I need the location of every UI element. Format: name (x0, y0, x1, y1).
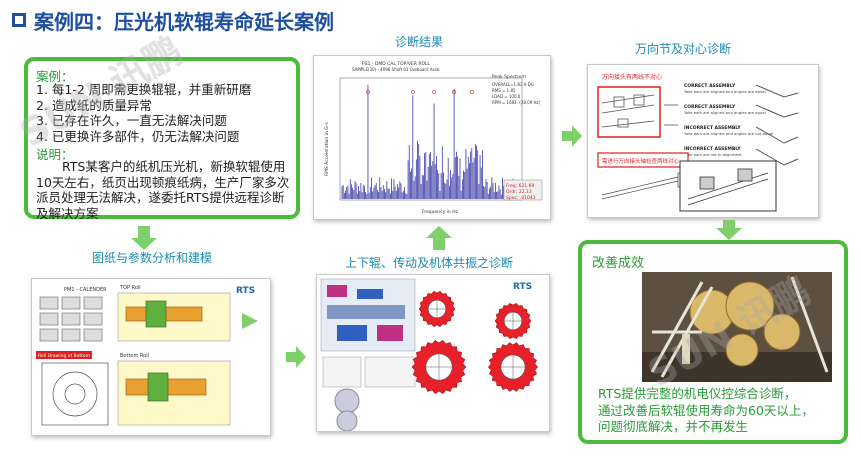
spectrum-marker (469, 90, 474, 94)
arrow-down-right (716, 220, 742, 240)
result-line: 通过改善后软辊使用寿命为60天以上， (598, 402, 814, 418)
drawing-svg: PM1 - CALENDER TOP Roll RTS Roll Drawing… (32, 279, 270, 435)
drawing-top-label: PM1 - CALENDER (64, 287, 107, 293)
spectrum-plot-frame (339, 77, 523, 201)
note-label: 说明： (36, 147, 74, 162)
alignment-row-title: CORRECT ASSEMBLY (684, 83, 736, 89)
drawing-red-tag: Roll Drawing of Bottom Roll (38, 353, 100, 359)
spectrum-marker (410, 90, 415, 94)
alignment-row-desc: Yoke ears are aligned and angles are equ… (684, 110, 766, 115)
result-photo (642, 272, 832, 382)
case-description-box: 案例： 1. 每1-2 周即需更换辊辊，并重新研磨 2. 造成纸的质量异常 3.… (24, 57, 300, 221)
case-label: 案例： (36, 69, 74, 84)
spectrum-marker (366, 90, 370, 94)
top-roll-bearing (145, 300, 167, 328)
roll-circle-top (334, 388, 360, 414)
spectrum-marker (452, 90, 457, 94)
resonance-layout-sketch (327, 285, 405, 341)
note-line: 10天左右，纸页出现顿痕纸病，生产厂家多次 (36, 174, 290, 190)
result-photo-svg (642, 272, 832, 382)
spectrum-right-title: Peak Spectrum (492, 74, 526, 80)
case-line: 2. 造成纸的质量异常 (36, 97, 152, 113)
drawing-red-tag-bg (36, 351, 92, 359)
spectrum-readout: LOAD = 100.0 (492, 94, 521, 99)
spectrum-readout: OVERALL=1.83 V-DG (492, 82, 534, 87)
alignment-row-title: INCORRECT ASSEMBLY (684, 125, 741, 131)
drawing-small-arrow (242, 313, 258, 329)
resonance-logo: RTS (513, 282, 532, 292)
spectrum-ylabel: RMS Acceleration in G-s (324, 122, 330, 176)
spectrum-xlabel: Frequency in Hz (422, 209, 459, 215)
note-line: 及解决方案 (36, 205, 99, 221)
spectrum-readout: RMS = 1.85 (492, 88, 516, 93)
spectrum-marker (432, 90, 436, 94)
bottom-roll-drawing (41, 362, 109, 426)
case-lines: 1. 每1-2 周即需更换辊辊，并重新研磨 2. 造成纸的质量异常 3. 已存在… (36, 82, 251, 144)
resonance-table-sketch (322, 356, 416, 388)
alignment-row-title: CORRECT ASSEMBLY (684, 104, 736, 110)
alignment-bottom-label: 需进行万向接头轴检查两线对心 (602, 157, 680, 165)
spectrum-readout: RPM = 1692. (28.09 Hz) (492, 100, 541, 105)
alignment-bottom-frame (597, 152, 689, 168)
drawing-bottom-roll: Bottom Roll (120, 353, 149, 359)
caption-diagnosis: 诊断结果 (395, 35, 444, 49)
case-line: 4. 已更换许多部件，仍无法解决问题 (36, 128, 240, 144)
drawing-top-roll: TOP Roll (119, 285, 141, 291)
note-lines: RTS某客户的纸机压光机，新换软辊使用 10天左右，纸页出现顿痕纸病，生产厂家多… (36, 159, 298, 221)
spectrum-legend-item: Ordr: 22.13 (506, 189, 532, 195)
arrow-right-bottom (286, 346, 306, 368)
resonance-gears (411, 291, 539, 395)
result-box: 改善成效 RTS提供完整的机电仪控综合诊断， 通过改善后软辊使用寿命为60天以上… (578, 240, 848, 444)
note-line: 派员处理无法解决，遂委托RTS提供远程诊断 (36, 190, 285, 205)
spectrum-chart-svg: PS1 - DMD CAL TOP/VER ROLL SAMPLE(30) - … (314, 56, 550, 219)
spectrum-legend-item: Spec: .01043 (506, 195, 536, 201)
ujoint-sketches (601, 94, 678, 128)
inset-sketch (687, 168, 769, 206)
spectrum-legend-box (503, 179, 543, 201)
alignment-row-title: INCORRECT ASSEMBLY (684, 146, 741, 152)
spectrum-header: PS1 - DMD CAL TOP/VER ROLL (362, 61, 430, 67)
bottom-roll-bearing (147, 372, 169, 402)
result-line: 问题彻底解决，并不再发生 (598, 419, 749, 434)
resonance-screenshot: RTS (316, 274, 550, 432)
alignment-row-desc: Yoke ears are aligned and angles are equ… (684, 89, 766, 94)
case-line: 1. 每1-2 周即需更换辊辊，并重新研磨 (36, 82, 252, 97)
case-line: 3. 已存在许久，一直无法解决问题 (36, 113, 227, 128)
roll-circle-bottom (336, 410, 358, 432)
caption-alignment: 万向节及对心诊断 (635, 42, 732, 56)
caption-drawing: 图纸与参数分析和建模 (92, 251, 213, 265)
note-line: RTS某客户的纸机压光机，新换软辊使用 (62, 159, 286, 174)
alignment-row-desc: Yoke ears are aligned and angles are not… (684, 131, 773, 136)
spectrum-legend-item: Freq: 621.69 (506, 183, 534, 189)
spectrum-bars (341, 84, 519, 199)
arrow-up-mid (426, 226, 452, 250)
page-title: 案例四：压光机软辊寿命延长案例 (34, 10, 334, 34)
alignment-red-label: 万向接头有两线不对心 (602, 73, 662, 81)
alignment-red-frame (597, 86, 661, 138)
result-text: RTS提供完整的机电仪控综合诊断， 通过改善后软辊使用寿命为60天以上， 问题彻… (598, 386, 838, 436)
arrow-right-top (562, 125, 582, 147)
drawing-logo: RTS (236, 286, 255, 296)
result-line: RTS提供完整的机电仪控综合诊断， (598, 386, 797, 401)
result-label: 改善成效 (592, 256, 645, 271)
drawing-screenshot: PM1 - CALENDER TOP Roll RTS Roll Drawing… (31, 278, 271, 436)
resonance-svg: RTS (317, 275, 549, 432)
alignment-row-desc: Yoke ears are not in alignment (684, 152, 742, 157)
calender-grid-sketch (39, 296, 103, 342)
spectrum-subheader: SAMPLE(30) - 4096 Shaft 01 Outboard Axia… (352, 67, 440, 72)
yoke-diagrams (755, 84, 799, 166)
arrow-down-left (131, 226, 157, 250)
title-bullet-square (12, 13, 26, 27)
caption-resonance: 上下辊、传动及机体共振之诊断 (345, 256, 514, 270)
spectrum-screenshot: PS1 - DMD CAL TOP/VER ROLL SAMPLE(30) - … (313, 55, 551, 220)
